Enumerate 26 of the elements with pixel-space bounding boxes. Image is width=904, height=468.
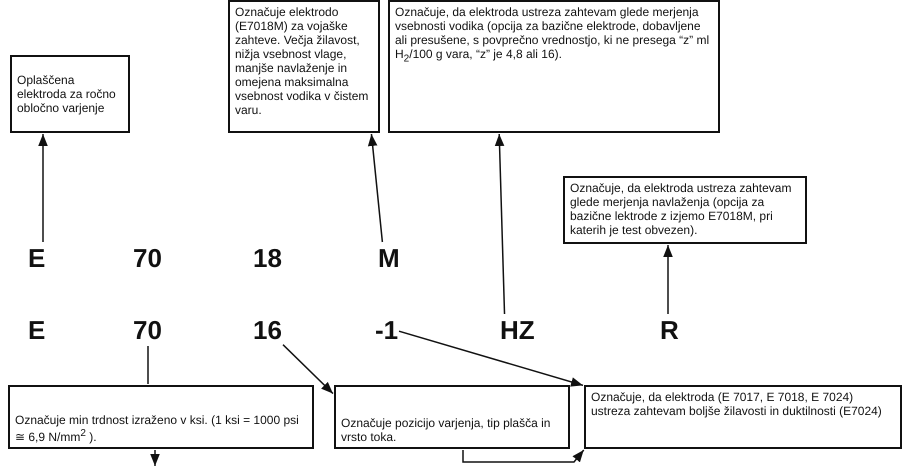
- arrow: [663, 245, 673, 314]
- designation-code: R: [660, 315, 679, 345]
- arrow: [398, 330, 584, 387]
- designation-code: 16: [253, 315, 282, 345]
- designation-code: HZ: [500, 315, 535, 345]
- annotation-box: Označuje pozicijo varjenja, tip plašča in vrsto toka.: [334, 385, 570, 449]
- annotation-box: Označuje elektrodo (E7018M) za vojaške zahteve. Večja žilavost, nižja vsebnost vlage, manjše navlaženje in omejena maksimalna vsebnost vodika v čistem varu.: [228, 0, 380, 133]
- designation-code: -1: [375, 315, 398, 345]
- arrow: [368, 134, 384, 242]
- designation-code: 70: [133, 315, 162, 345]
- arrow: [462, 450, 584, 463]
- designation-code: E: [28, 243, 46, 273]
- designation-code: M: [378, 243, 400, 273]
- annotation-box: Označuje, da elektroda (E 7017, E 7018, E 7024) ustreza zahtevam boljše žilavosti in duktilnosti (E7024): [584, 385, 902, 449]
- designation-code: E: [28, 315, 46, 345]
- annotation-box: Označuje min trdnost izraženo v ksi. (1 ksi = 1000 psi ≅ 6,9 N/mm$^{2}$ ).: [8, 385, 314, 449]
- arrow: [282, 344, 334, 394]
- leader-line: [147, 346, 149, 384]
- designation-code: 18: [253, 243, 282, 273]
- designation-code: 70: [133, 243, 162, 273]
- annotation-box: Označuje, da elektroda ustreza zahtevam glede merjenja vsebnosti vodika (opcija za bazične elektrode, dobavljene ali presušene, s povprečno vrednostjo, ki ne presega “z” ml H$_{2}$/100 g vara, “z” je 4,8 ali 16).: [388, 0, 720, 133]
- arrow: [150, 450, 160, 466]
- arrow: [38, 134, 48, 242]
- annotation-box: Označuje, da elektroda ustreza zahtevam glede merjenja navlaženja (opcija za bazične lektrode z izjemo E7018M, pri katerih je test obvezen).: [563, 176, 807, 244]
- arrow: [494, 134, 506, 314]
- annotation-box: Oplaščena elektroda za ročno obločno varjenje: [10, 55, 130, 133]
